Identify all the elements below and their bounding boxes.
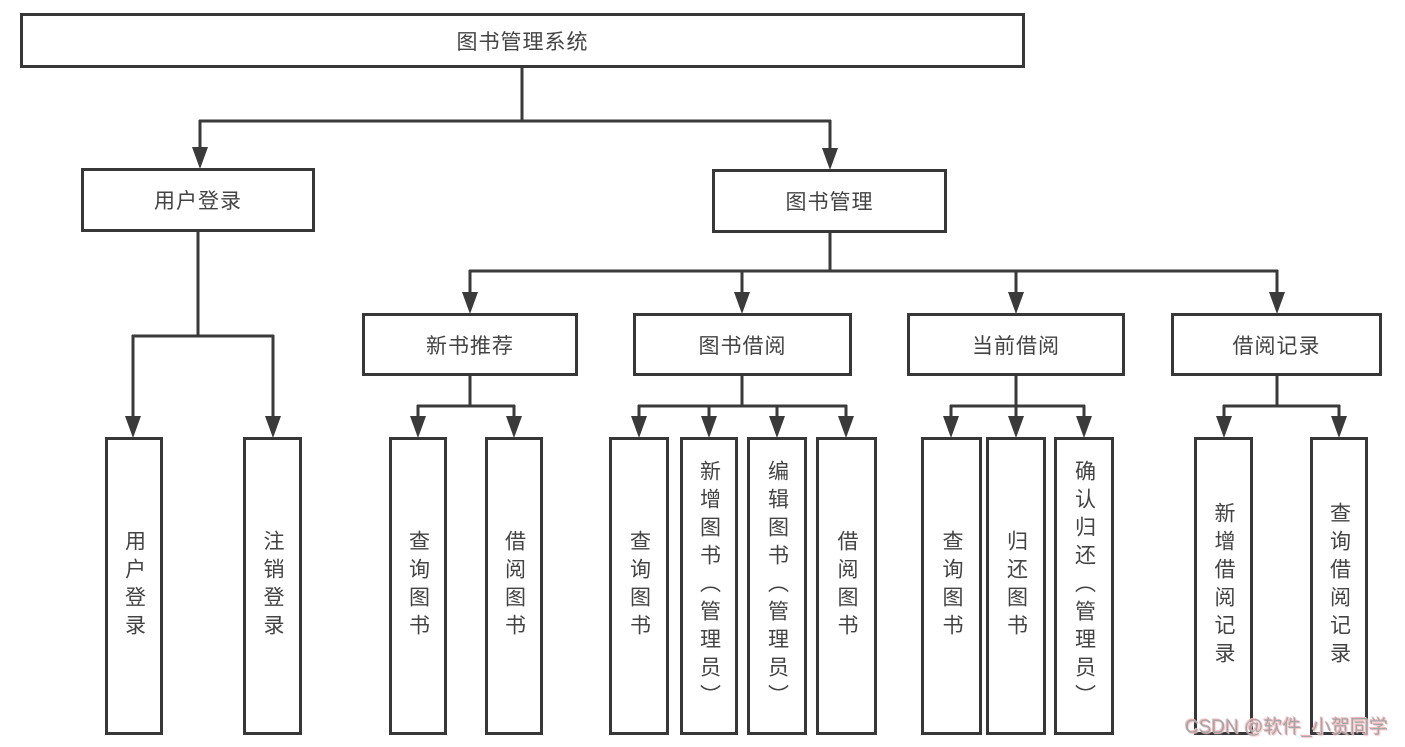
node-label: 借阅图书	[835, 530, 858, 642]
leaf-add-borrow-record: 新增借阅记录	[1194, 437, 1253, 735]
node-label: 用户登录	[154, 190, 242, 213]
node-current-borrowing: 当前借阅	[907, 313, 1125, 376]
node-label: 借阅记录	[1232, 334, 1321, 358]
node-label: 编辑图书（管理员）	[765, 460, 789, 712]
node-label: 图书借阅	[698, 334, 787, 358]
arrowheads	[125, 147, 1347, 438]
tree-edges	[131, 68, 1341, 418]
node-label: 查询图书	[940, 530, 963, 642]
node-label: 查询借阅记录	[1327, 502, 1351, 670]
node-book-borrowing: 图书借阅	[633, 313, 852, 376]
leaf-borrow-books: 借阅图书	[816, 437, 877, 735]
node-label: 查询图书	[627, 530, 651, 642]
node-label: 新增借阅记录	[1212, 502, 1235, 670]
node-label: 确认归还（管理员）	[1072, 460, 1096, 712]
node-book-management: 图书管理	[712, 169, 947, 233]
node-borrow-records: 借阅记录	[1171, 313, 1382, 376]
node-label: 新书推荐	[426, 334, 514, 358]
leaf-query-books: 查询图书	[609, 437, 669, 735]
node-label: 图书管理系统	[456, 30, 589, 54]
watermark: CSDN @软件_小贺同学	[1185, 717, 1388, 738]
node-new-book-recommend: 新书推荐	[362, 313, 578, 376]
node-label: 新增图书（管理员）	[697, 460, 721, 712]
leaf-logout: 注销登录	[243, 437, 302, 735]
leaf-user-login: 用户登录	[105, 437, 163, 735]
leaf-query-borrow-record: 查询借阅记录	[1310, 437, 1368, 735]
node-book-management-system: 图书管理系统	[20, 13, 1025, 68]
node-label: 用户登录	[122, 530, 146, 642]
node-label: 归还图书	[1004, 530, 1028, 642]
node-label: 图书管理	[785, 191, 874, 214]
leaf-query-books: 查询图书	[921, 437, 982, 735]
leaf-edit-books-admin: 编辑图书（管理员）	[747, 437, 807, 735]
leaf-query-books: 查询图书	[389, 437, 447, 735]
leaf-borrow-books: 借阅图书	[485, 437, 543, 735]
node-label: 借阅图书	[502, 530, 526, 642]
node-user-login: 用户登录	[81, 168, 315, 232]
node-label: 注销登录	[261, 530, 284, 642]
leaf-return-books: 归还图书	[986, 437, 1046, 735]
node-label: 当前借阅	[972, 334, 1060, 358]
node-label: 查询图书	[406, 530, 430, 642]
leaf-add-books-admin: 新增图书（管理员）	[680, 437, 738, 735]
leaf-confirm-return-admin: 确认归还（管理员）	[1054, 437, 1114, 735]
